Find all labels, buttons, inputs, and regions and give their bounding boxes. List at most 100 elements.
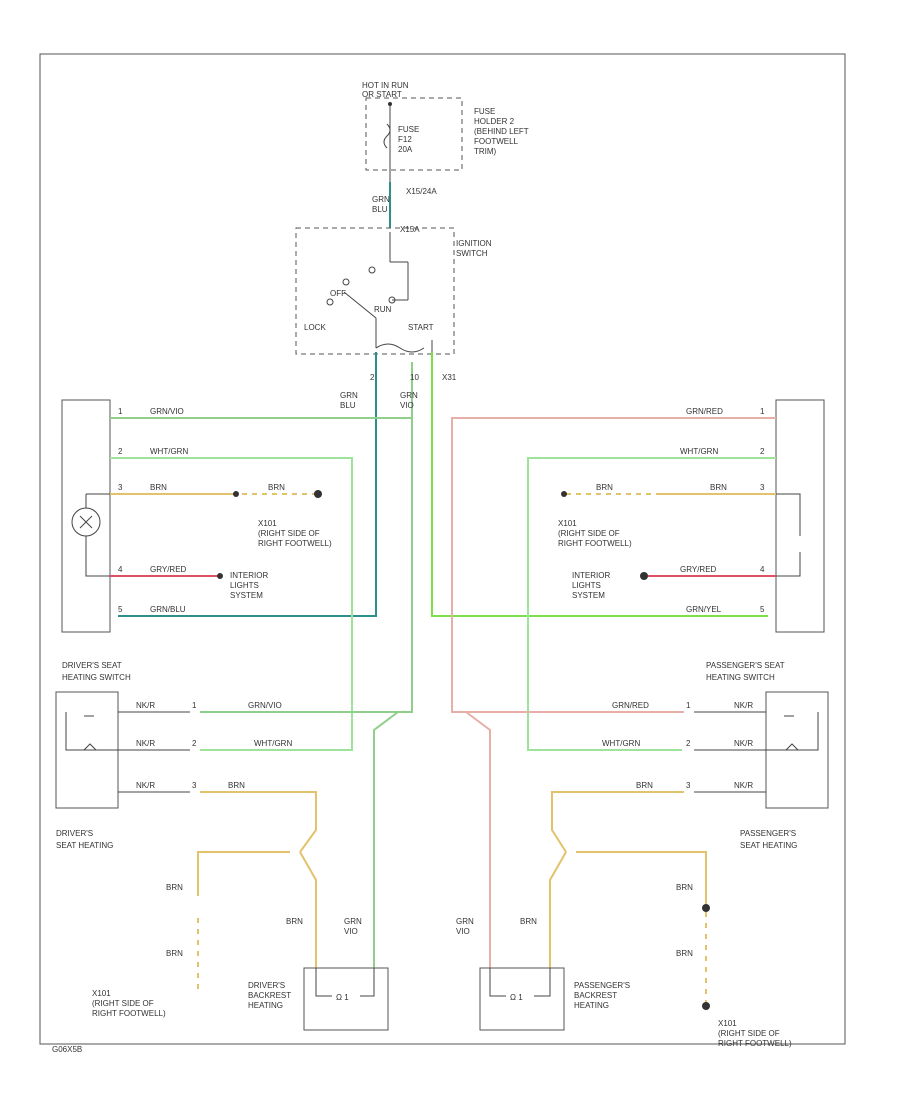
label-line: X101 bbox=[558, 519, 577, 528]
left-h-int-label-3: NK/R bbox=[136, 781, 155, 790]
label-line: X101 bbox=[718, 1019, 737, 1028]
pos-start-label: START bbox=[408, 323, 434, 332]
right-brn-splice bbox=[702, 904, 710, 912]
label-line: INTERIOR bbox=[230, 571, 268, 580]
right-heating-element-icon bbox=[784, 715, 799, 751]
left-wire-2 bbox=[110, 457, 353, 751]
label-line: F12 bbox=[398, 135, 412, 144]
right-backrest-element: Ω 1 bbox=[510, 993, 523, 1002]
label-line: PASSENGER'S bbox=[740, 829, 796, 838]
wire-grn-yel-right-trunk bbox=[431, 352, 768, 617]
right-wire-3-dash-label: BRN bbox=[596, 483, 613, 492]
left-splice bbox=[233, 491, 239, 497]
right-pin-1: 1 bbox=[760, 407, 765, 416]
right-brn-ground-dot bbox=[702, 1002, 710, 1010]
label-line: (RIGHT SIDE OF bbox=[558, 529, 620, 538]
left-h-int-label-2: NK/R bbox=[136, 739, 155, 748]
left-heat-wire-1-label: GRN/VIO bbox=[248, 701, 282, 710]
right-pin-4: 4 bbox=[760, 565, 765, 574]
label-line: PASSENGER'S SEAT bbox=[706, 661, 785, 670]
pos-run-label: RUN bbox=[374, 305, 392, 314]
label-line: HEATING SWITCH bbox=[706, 673, 775, 682]
right-brn-center-label: BRN bbox=[520, 917, 537, 926]
right-heat-pin-2: 2 bbox=[686, 739, 691, 748]
right-backrest-internal bbox=[489, 968, 551, 997]
fuse-symbol bbox=[383, 123, 391, 149]
label-line: (BEHIND LEFT bbox=[474, 127, 529, 136]
label-line: X101 bbox=[92, 989, 111, 998]
contact-lock bbox=[326, 298, 334, 306]
left-lamp-x2 bbox=[79, 515, 93, 529]
left-interior-arrow bbox=[217, 573, 223, 579]
left-heat-wire-3-label: BRN bbox=[228, 781, 245, 790]
fuse-holder-outline bbox=[365, 97, 463, 171]
left-pin-5: 5 bbox=[118, 605, 123, 614]
label-line: GRN bbox=[456, 917, 474, 926]
right-h-int-label-3: NK/R bbox=[734, 781, 753, 790]
label-line: FUSE bbox=[474, 107, 495, 116]
contact-acc bbox=[368, 266, 376, 274]
right-switch-outline bbox=[775, 399, 825, 633]
diagram-frame bbox=[39, 53, 846, 1045]
right-switch-internal-top bbox=[776, 493, 801, 536]
label-line: GRN bbox=[344, 917, 362, 926]
right-brn-up-label: BRN bbox=[676, 883, 693, 892]
right-pin-3: 3 bbox=[760, 483, 765, 492]
right-ground-dot bbox=[561, 491, 567, 497]
label-line: (RIGHT SIDE OF bbox=[92, 999, 154, 1008]
right-wire-4-label: GRY/RED bbox=[680, 565, 717, 574]
label-line: LIGHTS bbox=[572, 581, 601, 590]
left-heat-pin-2: 2 bbox=[192, 739, 197, 748]
right-heat-pin-1: 1 bbox=[686, 701, 691, 710]
label-line: FOOTWELL bbox=[474, 137, 519, 146]
left-h-int-label-1: NK/R bbox=[136, 701, 155, 710]
right-backrest-outline bbox=[479, 967, 565, 1031]
label-line: BLU bbox=[340, 401, 356, 410]
right-h-int-label-2: NK/R bbox=[734, 739, 753, 748]
label-line: 20A bbox=[398, 145, 413, 154]
right-heat-wire-3 bbox=[551, 791, 684, 853]
label-line: HEATING bbox=[248, 1001, 283, 1010]
left-brn-down-label: BRN bbox=[166, 949, 183, 958]
ignition-wiper bbox=[343, 291, 377, 319]
ignition-switch-outline bbox=[295, 227, 455, 355]
left-brn-to-backrest bbox=[299, 851, 317, 968]
left-brn-up-label: BRN bbox=[166, 883, 183, 892]
label-line: DRIVER'S bbox=[248, 981, 285, 990]
left-wire-3-dash-label: BRN bbox=[268, 483, 285, 492]
label-line: SYSTEM bbox=[572, 591, 605, 600]
right-heat-pin-3: 3 bbox=[686, 781, 691, 790]
right-switch-internal-bottom bbox=[776, 552, 801, 577]
left-ground-dot bbox=[314, 490, 322, 498]
fuse-connector-label: X15/24A bbox=[406, 187, 437, 196]
passengers-seat-heating-switch: PASSENGER'S SEAT HEATING SWITCH bbox=[706, 399, 825, 682]
label-line: HEATING bbox=[574, 1001, 609, 1010]
left-brn-ground-up bbox=[197, 851, 290, 896]
left-backrest-internal bbox=[315, 968, 375, 997]
left-heat-pin-1: 1 bbox=[192, 701, 197, 710]
left-grn-vio-to-backrest bbox=[373, 711, 399, 968]
right-heat-wire-2-label: WHT/GRN bbox=[602, 739, 640, 748]
ignition-output-bridge bbox=[375, 343, 425, 353]
label-line: VIO bbox=[344, 927, 358, 936]
label-line: SWITCH bbox=[456, 249, 488, 258]
right-wire-1-label: GRN/RED bbox=[686, 407, 723, 416]
label-line: X101 bbox=[258, 519, 277, 528]
right-h-int-label-1: NK/R bbox=[734, 701, 753, 710]
left-pin-4: 4 bbox=[118, 565, 123, 574]
